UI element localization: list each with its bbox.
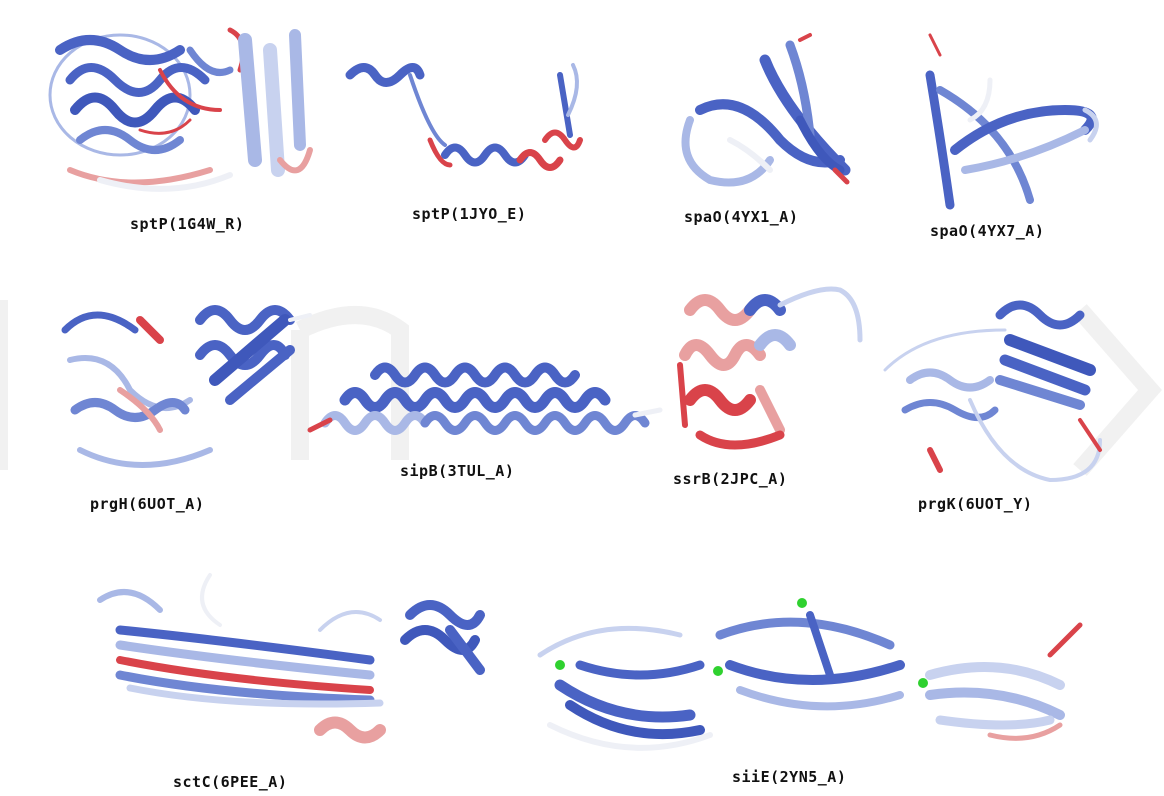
structure-panel-sctc-6pee <box>90 570 500 765</box>
structure-label: ssrB(2JPC_A) <box>673 470 787 488</box>
structure-label: sipB(3TUL_A) <box>400 462 514 480</box>
structure-panel-sipb-3tul <box>305 345 665 445</box>
protein-ribbon-4yx1 <box>670 30 870 195</box>
protein-ribbon-4yx7 <box>915 30 1115 215</box>
calcium-ion-marker <box>918 678 928 688</box>
structure-label: spaO(4YX1_A) <box>684 208 798 226</box>
protein-ribbon-sipb <box>305 345 665 445</box>
structure-panel-prgh-6uot-a <box>50 290 310 485</box>
calcium-ion-marker <box>555 660 565 670</box>
structure-label: prgK(6UOT_Y) <box>918 495 1032 513</box>
structure-label: spaO(4YX7_A) <box>930 222 1044 240</box>
protein-ribbon-prgh <box>50 290 310 485</box>
protein-ribbon-1jyo <box>345 45 595 180</box>
structure-label: sptP(1JYO_E) <box>412 205 526 223</box>
structure-panel-spao-4yx1 <box>670 30 870 195</box>
protein-ribbon-sctc <box>90 570 500 765</box>
structure-panel-siie-2yn5 <box>530 595 1090 765</box>
calcium-ion-marker <box>713 666 723 676</box>
protein-ribbon-prgk <box>880 300 1150 480</box>
structure-label: prgH(6UOT_A) <box>90 495 204 513</box>
protein-ribbon-siie <box>530 595 1090 765</box>
structure-panel-prgk-6uot-y <box>880 300 1150 480</box>
structure-panel-sptp-1g4w <box>40 10 330 210</box>
structure-panel-spao-4yx7 <box>915 30 1115 215</box>
protein-ribbon-ssrb <box>670 285 870 460</box>
protein-ribbon-1g4w <box>40 10 330 210</box>
structure-label: sptP(1G4W_R) <box>130 215 244 233</box>
structure-panel-ssrb-2jpc <box>670 285 870 460</box>
structure-panel-sptp-1jyo <box>345 45 595 180</box>
calcium-ion-marker <box>797 598 807 608</box>
structure-label: sctC(6PEE_A) <box>173 773 287 791</box>
structure-label: siiE(2YN5_A) <box>732 768 846 786</box>
